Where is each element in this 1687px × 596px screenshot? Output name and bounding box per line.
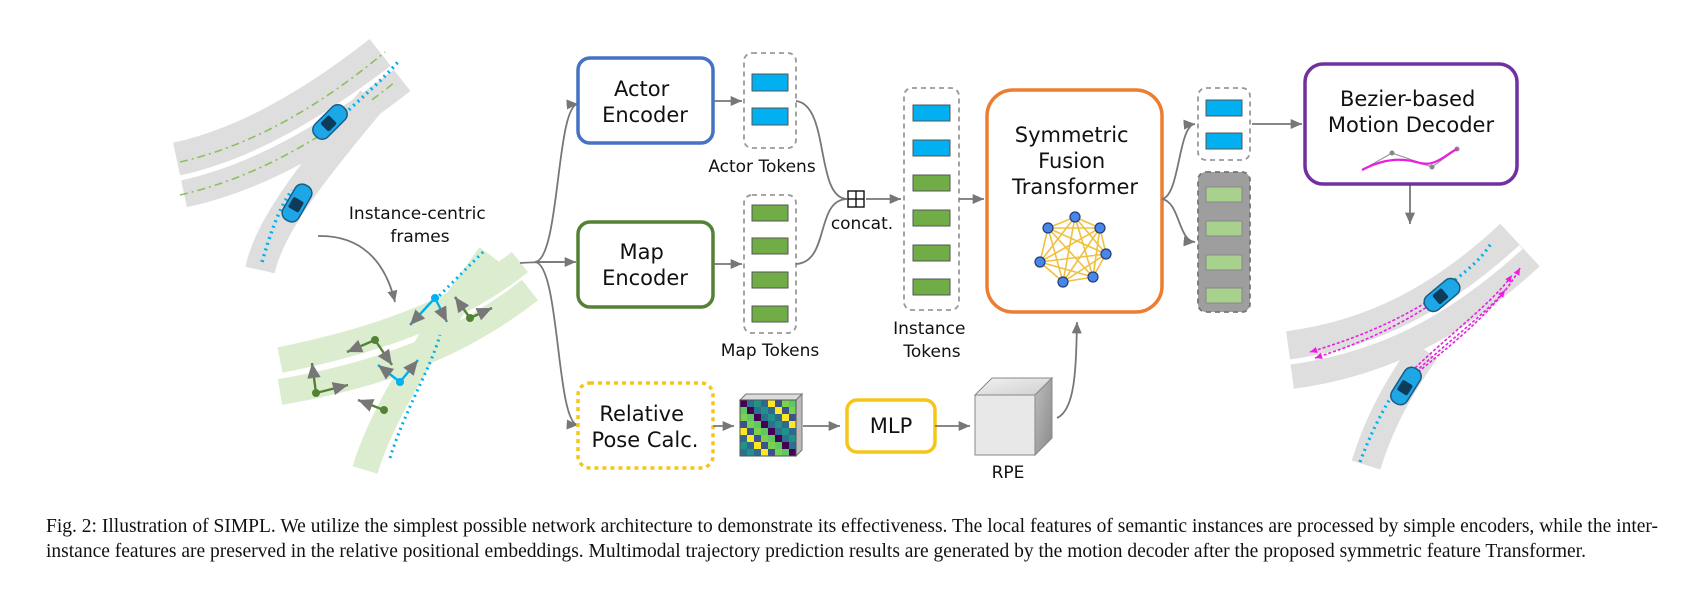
actor-encoder-line-1: Actor — [614, 77, 670, 101]
svg-text:Bezier-based Motion Deco: Bezier-based Motion Decoder — [1328, 87, 1495, 137]
graph-icon — [1034, 211, 1112, 288]
car-icon — [1390, 366, 1422, 406]
fusion-line-2: Fusion — [1038, 149, 1105, 173]
fusion-line-1: Symmetric — [1015, 123, 1129, 147]
relative-pose-matrix — [738, 392, 804, 458]
actor-tokens-label: Actor Tokens — [708, 157, 816, 177]
instance-frames-scene — [277, 247, 539, 474]
scene-label-line-2: frames — [390, 227, 449, 247]
decoder-line-2: Motion Decoder — [1328, 113, 1495, 137]
relative-pose-line-2: Pose Calc. — [592, 428, 699, 452]
rpe-cube — [973, 376, 1054, 457]
fusion-line-3: Transformer — [1011, 175, 1138, 199]
bezier-motion-decoder-box: Bezier-based Motion Decoder — [1303, 62, 1519, 186]
prediction-scene — [1285, 223, 1540, 470]
figure-caption: Fig. 2: Illustration of SIMPL. We utiliz… — [46, 516, 1658, 562]
map-encoder-box: Map Encoder — [576, 220, 715, 309]
svg-text:Symmetric Fusion T: Symmetric Fusion Transformer — [1011, 123, 1138, 199]
mlp-box: MLP — [845, 398, 937, 454]
instance-tokens-label: Instance Tokens — [893, 319, 971, 362]
actor-encoder-line-2: Encoder — [602, 103, 688, 127]
fan-out-arrows — [519, 99, 579, 430]
left-road-scene: Instance-centric frames — [172, 39, 491, 303]
svg-text:Map Encoder: Map Encoder — [602, 240, 688, 290]
car-icon — [312, 104, 348, 140]
output-actor-tokens — [1197, 87, 1251, 161]
map-encoder-line-1: Map — [619, 240, 663, 264]
concat-label: concat. — [831, 214, 893, 234]
actor-tokens-stack — [743, 52, 797, 149]
map-tokens-label: Map Tokens — [721, 341, 820, 361]
svg-text:Relative Pose Calc.: Relative Pose Calc. — [592, 402, 699, 452]
relative-pose-box: Relative Pose Calc. — [576, 381, 715, 470]
instance-tokens-line-2: Tokens — [902, 342, 960, 362]
decoder-line-1: Bezier-based — [1340, 87, 1475, 111]
actor-encoder-box: Actor Encoder — [576, 56, 715, 145]
rpe-label: RPE — [992, 463, 1025, 483]
mlp-label: MLP — [870, 414, 912, 438]
blue-frame-axes — [377, 297, 449, 383]
car-icon — [281, 183, 313, 223]
instance-tokens-stack — [903, 87, 960, 311]
green-frame-axes — [307, 296, 493, 412]
map-encoder-line-2: Encoder — [602, 266, 688, 290]
car-icon — [1423, 277, 1461, 313]
symmetric-fusion-transformer-box: Symmetric Fusion Transformer — [985, 88, 1164, 314]
map-tokens-stack — [743, 194, 797, 334]
simpl-architecture-diagram: Instance-centric frames — [172, 39, 1540, 483]
output-map-tokens — [1197, 171, 1251, 313]
svg-text:Actor Encoder: Actor Encoder — [602, 77, 688, 127]
relative-pose-line-1: Relative — [599, 402, 684, 426]
scene-label-line-1: Instance-centric — [349, 204, 486, 224]
instance-tokens-line-1: Instance — [893, 319, 965, 339]
concat-icon — [847, 190, 865, 208]
scene-label: Instance-centric frames — [349, 204, 491, 247]
